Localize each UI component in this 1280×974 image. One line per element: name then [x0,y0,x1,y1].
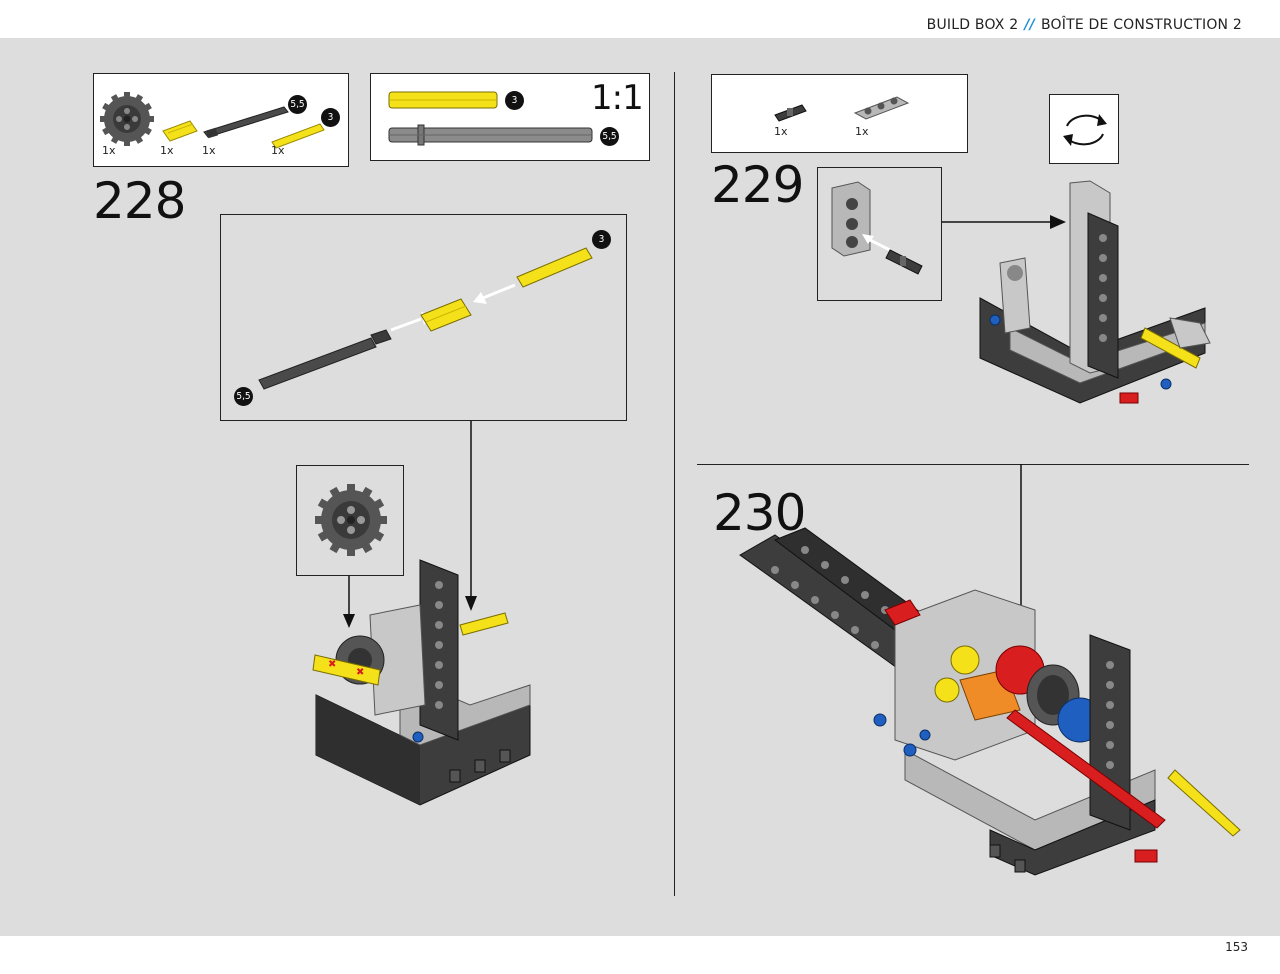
qty-yellow-axle: 1x [271,144,285,157]
pin-connector-icon [774,104,807,122]
badge-sub-yellow: 3 [592,230,611,249]
beam-3-icon [853,96,910,120]
header-title-fr: BOÎTE DE CONSTRUCTION 2 [1040,17,1242,33]
step-number-230: 230 [713,484,806,542]
callout-arrow-229 [942,215,1066,229]
svg-text:✖: ✖ [356,667,364,678]
parts-list-229: 1x 1x [711,74,968,153]
subassembly-228-illustration [258,247,593,390]
svg-text:✖: ✖ [328,659,336,670]
gear-24-tooth-icon [100,92,154,146]
step-number-228: 228 [93,172,186,230]
yellow-axle-3-scale-icon [388,91,498,109]
step-number-229: 229 [711,156,804,214]
callout-arrow-gear [343,576,355,628]
yellow-connector-icon [162,120,198,142]
header-separator: // [1024,17,1035,33]
page-footer: 153 [0,936,1280,974]
qty-beam-3: 1x [855,125,869,138]
subassembly-box-229 [817,167,942,301]
badge-dark-axle: 5,5 [288,95,307,114]
subassembly-229-illustration [831,181,923,275]
badge-scale-gray: 5,5 [600,127,619,146]
step-divider [697,464,1249,465]
yellow-axle-icon [271,123,325,149]
badge-scale-yellow: 3 [505,91,524,110]
header-title: BUILD BOX 2 // BOÎTE DE CONSTRUCTION 2 [927,17,1242,33]
badge-sub-axle: 5,5 [234,387,253,406]
header-title-en: BUILD BOX 2 [926,17,1019,33]
parts-list-228: 1x 1x 1x 5,5 1x 3 [93,73,349,167]
qty-pin-connector: 1x [774,125,788,138]
scale-label: 1:1 [591,78,644,118]
qty-gear: 1x [102,144,116,157]
column-divider [674,72,675,896]
gray-axle-5-5-scale-icon [388,124,593,146]
model-230-illustration [739,527,1241,876]
dark-axle-icon [203,106,289,139]
qty-dark-axle: 1x [202,144,216,157]
subassembly-box-228: 3 5,5 [220,214,627,421]
page-header: BUILD BOX 2 // BOÎTE DE CONSTRUCTION 2 [0,0,1280,38]
rotate-model-indicator [1049,94,1119,164]
rotate-model-icon [1063,114,1107,146]
qty-yellow-connector: 1x [160,144,174,157]
page-number: 153 [1225,940,1248,954]
model-228-illustration: ✖ ✖ [312,559,531,806]
gear-callout-box [296,465,404,576]
model-229-illustration [979,180,1211,404]
scale-reference-box: 3 5,5 1:1 [370,73,650,161]
callout-arrow-228 [465,421,477,611]
gear-callout-icon [315,484,387,556]
badge-yellow-axle: 3 [321,108,340,127]
instruction-page [0,38,1280,936]
